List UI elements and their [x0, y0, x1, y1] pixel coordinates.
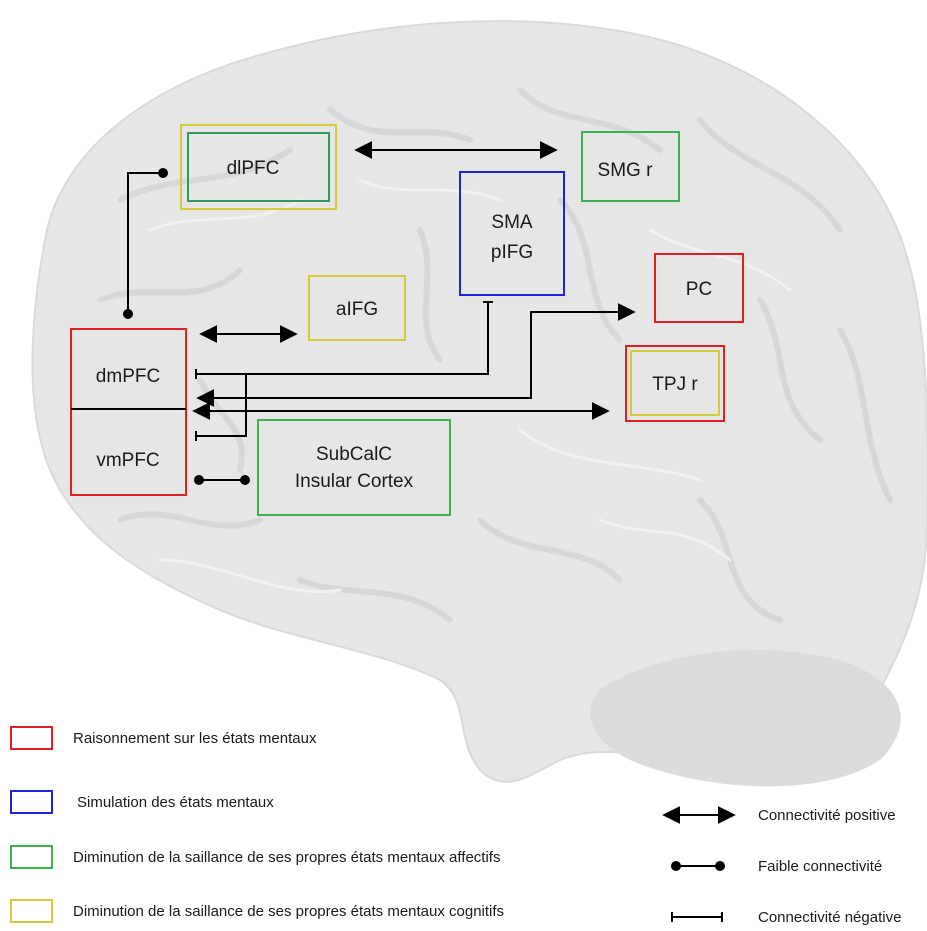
- legend-swatch-blue: [10, 790, 53, 814]
- pifg-label: pIFG: [491, 242, 533, 263]
- legend-label-negative: Connectivité négative: [758, 909, 901, 926]
- insular-cortex-label: Insular Cortex: [295, 471, 414, 492]
- vmpfc-negative-connection: [196, 374, 247, 437]
- brain-illustration: [31, 20, 927, 787]
- dmpfc-weak-dot: [123, 309, 133, 319]
- dlpfc-label: dlPFC: [227, 158, 280, 179]
- sma-pifg-box: [459, 171, 565, 296]
- vmpfc-weak-dot: [194, 475, 204, 485]
- legend-label-cognitive: Diminution de la saillance de ses propre…: [73, 903, 504, 920]
- legend-swatch-green: [10, 845, 53, 869]
- dot-line-icon-right-dot: [715, 861, 725, 871]
- color-legend: Raisonnement sur les états mentaux Simul…: [10, 726, 504, 923]
- legend-label-reasoning: Raisonnement sur les états mentaux: [73, 730, 317, 747]
- dlpfc-box-inner: [187, 132, 330, 202]
- legend-swatch-red: [10, 726, 53, 750]
- legend-label-positive: Connectivité positive: [758, 807, 896, 824]
- cerebellum-shape: [590, 650, 901, 787]
- legend-label-affective: Diminution de la saillance de ses propre…: [73, 849, 500, 866]
- subcalc-weak-dot: [240, 475, 250, 485]
- smg-r-label: SMG r: [598, 160, 654, 181]
- dlpfc-dmpfc-weak-connection: [127, 172, 161, 314]
- smg-r-box: [581, 131, 680, 202]
- pc-label: PC: [686, 279, 712, 300]
- dot-line-icon-left-dot: [671, 861, 681, 871]
- dlpfc-weak-dot: [158, 168, 168, 178]
- pc-box: [654, 253, 744, 323]
- dmpfc-label: dmPFC: [96, 366, 160, 387]
- connection-legend-labels: Connectivité positive Faible connectivit…: [758, 807, 901, 926]
- aifg-label: aIFG: [336, 299, 378, 320]
- pc-dmpfc-positive-arrow: [196, 303, 636, 407]
- legend-label-simulation: Simulation des états mentaux: [77, 794, 274, 811]
- connection-legend: [662, 806, 736, 922]
- connections: [123, 141, 636, 485]
- legend-swatch-yellow: [10, 899, 53, 923]
- dlpfc-box-outer: [180, 124, 337, 210]
- legend-label-weak: Faible connectivité: [758, 858, 882, 875]
- sma-label: SMA: [491, 212, 533, 233]
- subcalc-box: [257, 419, 451, 516]
- subcalc-label: SubCalC: [316, 444, 392, 465]
- tpj-r-label: TPJ r: [652, 374, 698, 395]
- sulci-texture: [148, 178, 792, 593]
- vmpfc-label: vmPFC: [96, 450, 159, 471]
- dmpfc-vmpfc-box: [70, 328, 187, 496]
